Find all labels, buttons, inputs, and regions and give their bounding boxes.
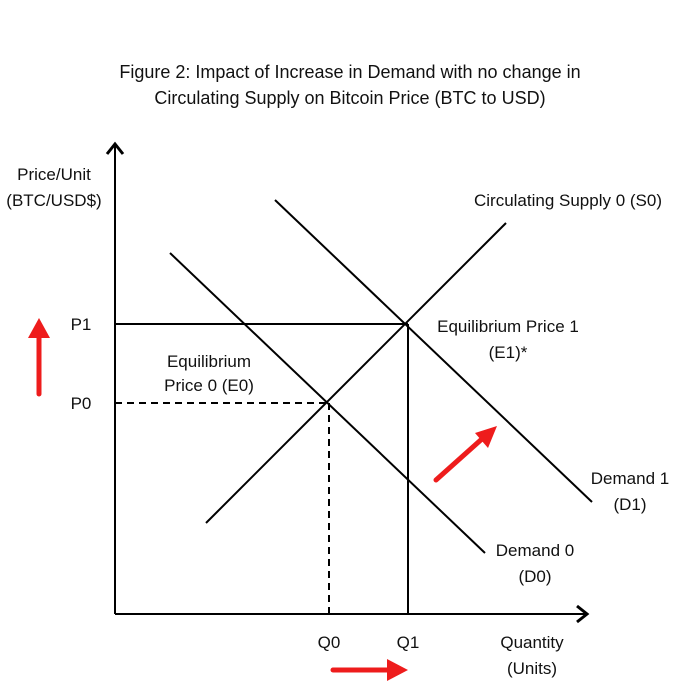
demand0-label-line-2: (D0): [518, 567, 551, 586]
demand-shift-arrow: [433, 426, 497, 483]
figure-title-line-2: Circulating Supply on Bitcoin Price (BTC…: [154, 88, 545, 108]
equilibrium-0-label-line-2: Price 0 (E0): [164, 376, 254, 395]
quantity-q0-label: Q0: [318, 633, 341, 652]
equilibrium-1-label-line-1: Equilibrium Price 1: [437, 317, 579, 336]
price-p0-label: P0: [71, 394, 92, 413]
quantity-q1-label: Q1: [397, 633, 420, 652]
demand-curve-d1: [274, 199, 593, 503]
x-axis-label-line-2: (Units): [507, 659, 557, 678]
quantity-increase-arrow: [330, 659, 408, 681]
price-increase-arrow: [28, 318, 50, 397]
supply-curve-label: Circulating Supply 0 (S0): [474, 191, 662, 210]
y-axis-label-line-2: (BTC/USD$): [6, 191, 101, 210]
figure-title-line-1: Figure 2: Impact of Increase in Demand w…: [119, 62, 580, 82]
demand0-label-line-1: Demand 0: [496, 541, 574, 560]
equilibrium-1-label-line-2: (E1)*: [489, 343, 528, 362]
demand1-label-line-1: Demand 1: [591, 469, 669, 488]
demand1-label-line-2: (D1): [613, 495, 646, 514]
y-axis-label-line-1: Price/Unit: [17, 165, 91, 184]
equilibrium-0-label-line-1: Equilibrium: [167, 352, 251, 371]
price-p1-label: P1: [71, 315, 92, 334]
x-axis-label-line-1: Quantity: [500, 633, 564, 652]
demand-curve-d0: [169, 252, 486, 554]
supply-curve-s0: [205, 222, 507, 524]
